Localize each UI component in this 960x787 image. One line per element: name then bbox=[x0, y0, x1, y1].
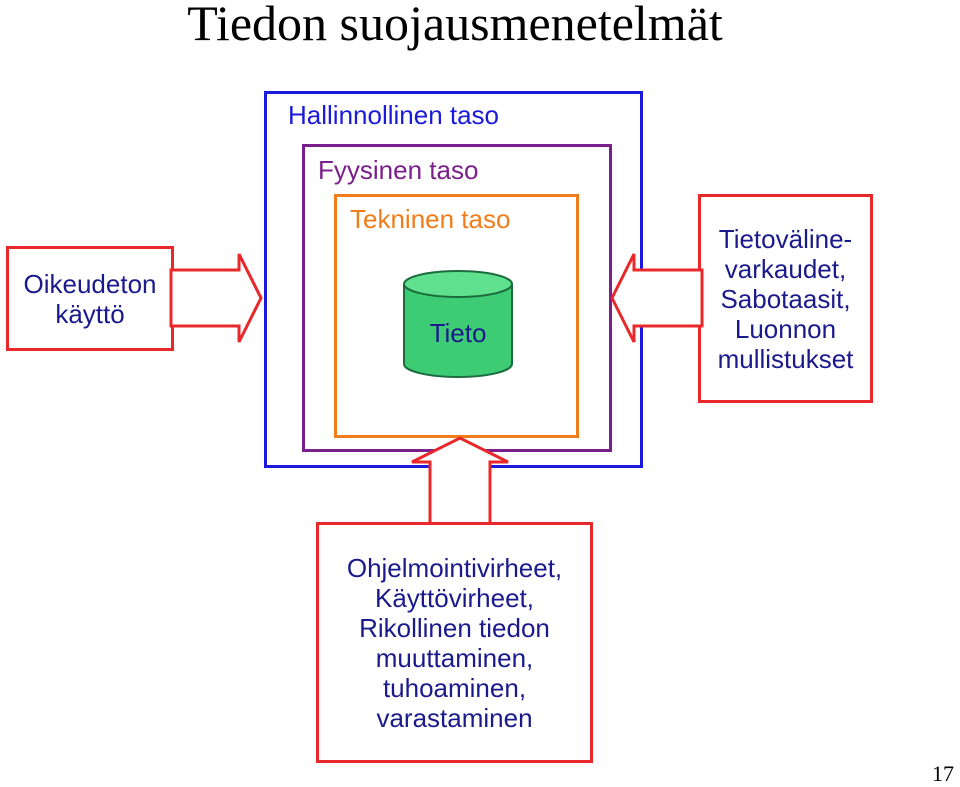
administrative-layer-label: Hallinnollinen taso bbox=[288, 100, 500, 130]
page-title: Tiedon suojausmenetelmät bbox=[187, 0, 723, 51]
technical-layer-box bbox=[334, 194, 579, 438]
threat-bottom-line-5: tuhoaminen, bbox=[382, 672, 527, 703]
threat-left-line-1: Oikeudeton bbox=[23, 268, 157, 299]
threat-bottom-line-2: Käyttövirheet, bbox=[375, 582, 534, 613]
threat-bottom-line-3: Rikollinen tiedon bbox=[359, 612, 550, 643]
threat-box-theft-sabotage: Tietoväline- varkaudet, Sabotaasit, Luon… bbox=[698, 194, 873, 403]
threat-bottom-line-6: varastaminen bbox=[376, 702, 533, 733]
data-label: Tieto bbox=[429, 318, 487, 348]
threat-left-line-2: käyttö bbox=[55, 298, 125, 329]
technical-layer-label: Tekninen taso bbox=[350, 204, 511, 234]
threat-bottom-line-4: muuttaminen, bbox=[375, 642, 534, 673]
threat-right-line-2: varkaudet, bbox=[724, 253, 847, 284]
threat-right-line-5: mullistukset bbox=[717, 343, 854, 374]
threat-bottom-line-1: Ohjelmointivirheet, bbox=[346, 552, 563, 583]
arrow-left-icon bbox=[610, 253, 704, 343]
physical-layer-label: Fyysinen taso bbox=[318, 155, 479, 185]
page-number: 17 bbox=[932, 761, 954, 786]
threat-box-errors-crime: Ohjelmointivirheet, Käyttövirheet, Rikol… bbox=[316, 522, 593, 763]
threat-right-line-3: Sabotaasit, bbox=[720, 283, 851, 314]
threat-box-unauthorized-use: Oikeudeton käyttö bbox=[6, 246, 174, 351]
arrow-right-icon bbox=[169, 253, 263, 343]
threat-right-line-1: Tietoväline- bbox=[718, 223, 853, 254]
threat-right-line-4: Luonnon bbox=[734, 313, 837, 344]
database-icon bbox=[403, 270, 513, 378]
arrow-up-icon bbox=[411, 436, 509, 530]
